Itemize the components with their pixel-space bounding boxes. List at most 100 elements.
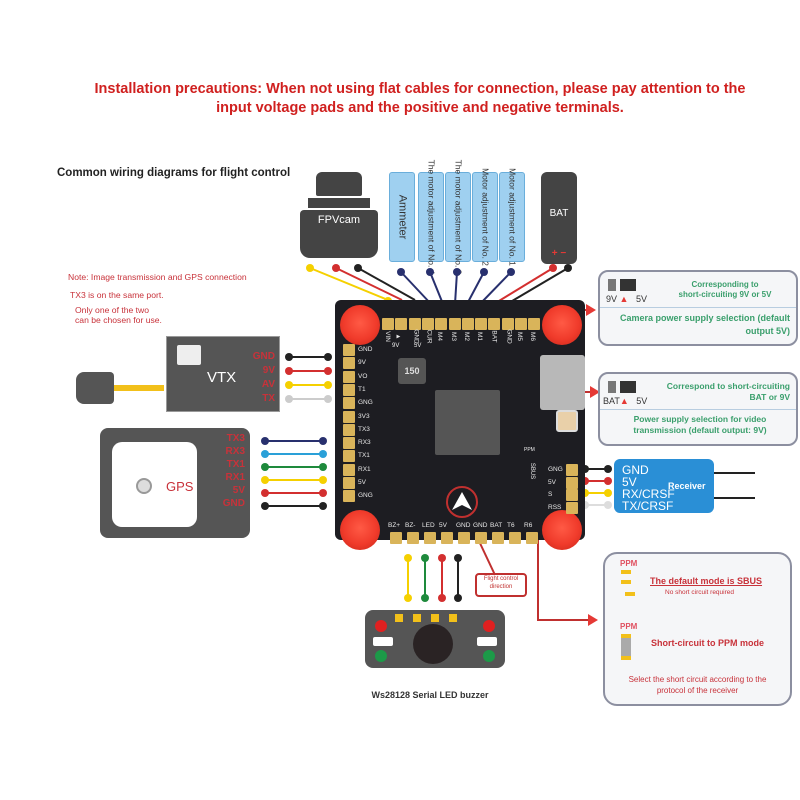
left-pad-3: [343, 383, 355, 396]
left-pad-11-label: GNG: [358, 492, 373, 500]
left-pad-2-label: VO: [358, 372, 368, 380]
top-pad-5: [448, 318, 461, 330]
wire-cam-red: [335, 267, 403, 301]
mount-screw-bottom-right: [542, 510, 582, 550]
antenna-cable: [114, 385, 164, 391]
top-pad-5-label: M3: [449, 331, 457, 342]
vtx-chip-icon: [177, 345, 201, 365]
left-pad-2: [343, 370, 355, 383]
direction-arrow-icon: [446, 486, 478, 518]
boot-button[interactable]: [556, 410, 578, 432]
top-pad-7: [475, 318, 488, 330]
left-pad-0-label: GND: [358, 346, 373, 353]
dot-m3: [453, 268, 461, 276]
bottom-pad-7: [509, 532, 521, 544]
battery: BAT + −: [541, 172, 577, 264]
label-motor-3: The motor adjustment of No. 3: [445, 160, 471, 274]
label-ammeter: Ammeter: [389, 172, 415, 262]
top-pad-2: [408, 318, 421, 330]
flight-direction-label: Flight control direction: [475, 573, 527, 597]
diagram-subtitle: Common wiring diagrams for flight contro…: [57, 167, 291, 179]
right-pad-3-label: RSS: [548, 503, 562, 511]
usb-c-port[interactable]: [540, 355, 585, 410]
led-red-right: [483, 620, 495, 632]
note-line-1: Note: Image transmission and GPS connect…: [68, 272, 247, 282]
top-pad-8: [488, 318, 501, 330]
right-pad-1: [566, 476, 578, 489]
top-pad-11-label: M6: [529, 331, 537, 342]
callout-ppm-sbus: PPM The default mode is SBUS No short ci…: [603, 552, 792, 706]
top-pad-9-label: GND: [505, 329, 513, 344]
label-motor-2: Motor adjustment of No. 2: [472, 168, 498, 266]
vtx-antenna: [76, 372, 114, 404]
dot-bat-black: [564, 264, 572, 272]
bottom-pad-5-label: GND: [473, 522, 488, 529]
battery-polarity: + −: [551, 248, 567, 259]
bottom-pad-1: [407, 532, 419, 544]
bottom-pad-7-label: T6: [507, 522, 515, 529]
installation-warning: Installation precautions: When not using…: [40, 80, 800, 118]
warning-line-1: Installation precautions: When not using…: [94, 81, 746, 97]
mount-screw-top-right: [542, 305, 582, 345]
left-pad-4: [343, 397, 355, 410]
right-pad-2: [566, 489, 578, 501]
right-pad-0: [566, 464, 578, 476]
bottom-pad-3: [441, 532, 453, 544]
top-pad-9: [501, 318, 514, 330]
dot-m2: [480, 268, 488, 276]
bottom-pad-1-label: BZ-: [405, 522, 416, 529]
dot-amm: [397, 268, 405, 276]
left-pad-10: [343, 477, 355, 489]
wire-bat-red: [493, 267, 554, 305]
bottom-pad-2-label: LED: [422, 522, 435, 529]
receiver-label: Receiver: [668, 481, 706, 491]
top-pad-3: [421, 318, 434, 330]
wire-m2: [466, 271, 485, 305]
left-pad-6-label: TX3: [358, 425, 370, 433]
dot-bat-red: [549, 264, 557, 272]
fpv-camera: FPVcam: [300, 172, 378, 258]
wire-m1: [479, 271, 512, 305]
bottom-pad-5: [475, 532, 487, 544]
battery-label: BAT: [549, 208, 569, 219]
left-pad-5: [343, 410, 355, 423]
mcu-chip: [435, 390, 500, 455]
dot-m1: [507, 268, 515, 276]
right-pad-0-label: GNG: [548, 466, 563, 473]
right-pad-3: [566, 501, 578, 514]
note-line-2: TX3 is on the same port.: [70, 290, 164, 300]
wire-m4: [429, 271, 444, 305]
wire-cam-black: [357, 267, 416, 301]
bottom-pad-3-label: 5V: [439, 522, 447, 529]
left-pad-8-label: TX1: [358, 452, 370, 460]
dot-cam-yellow: [306, 264, 314, 272]
left-pad-1: [343, 357, 355, 370]
left-pad-0: [343, 344, 355, 356]
gps-label: GPS: [166, 479, 194, 494]
wire-amm: [400, 271, 432, 305]
top-pad-2-label: GND: [412, 329, 420, 344]
dot-cam-red: [332, 264, 340, 272]
right-pad-1-label: 5V: [548, 478, 556, 486]
receiver-module: GND 5V RX/CRSF TX/CRSF Receiver: [614, 459, 714, 513]
bottom-pad-8: [526, 532, 538, 544]
led-green-left: [375, 650, 387, 662]
left-pad-6: [343, 423, 355, 436]
label-motor-4: The motor adjustment of No. 4: [418, 160, 444, 274]
jumper-5v-label: 5V: [414, 343, 422, 349]
wire-m3: [454, 271, 458, 305]
buzzer-label: Ws28128 Serial LED buzzer: [371, 690, 489, 700]
led-buzzer-module: [365, 610, 505, 668]
bottom-pad-4: [458, 532, 470, 544]
wire-bat-black: [506, 267, 569, 305]
label-motor-1: Motor adjustment of No. 1: [499, 168, 525, 266]
top-pad-11: [528, 318, 541, 330]
left-pad-4-label: GNG: [358, 399, 373, 407]
top-pad-10: [515, 318, 527, 330]
top-pad-4-label: M4: [436, 331, 444, 342]
bottom-pad-0: [390, 532, 402, 544]
